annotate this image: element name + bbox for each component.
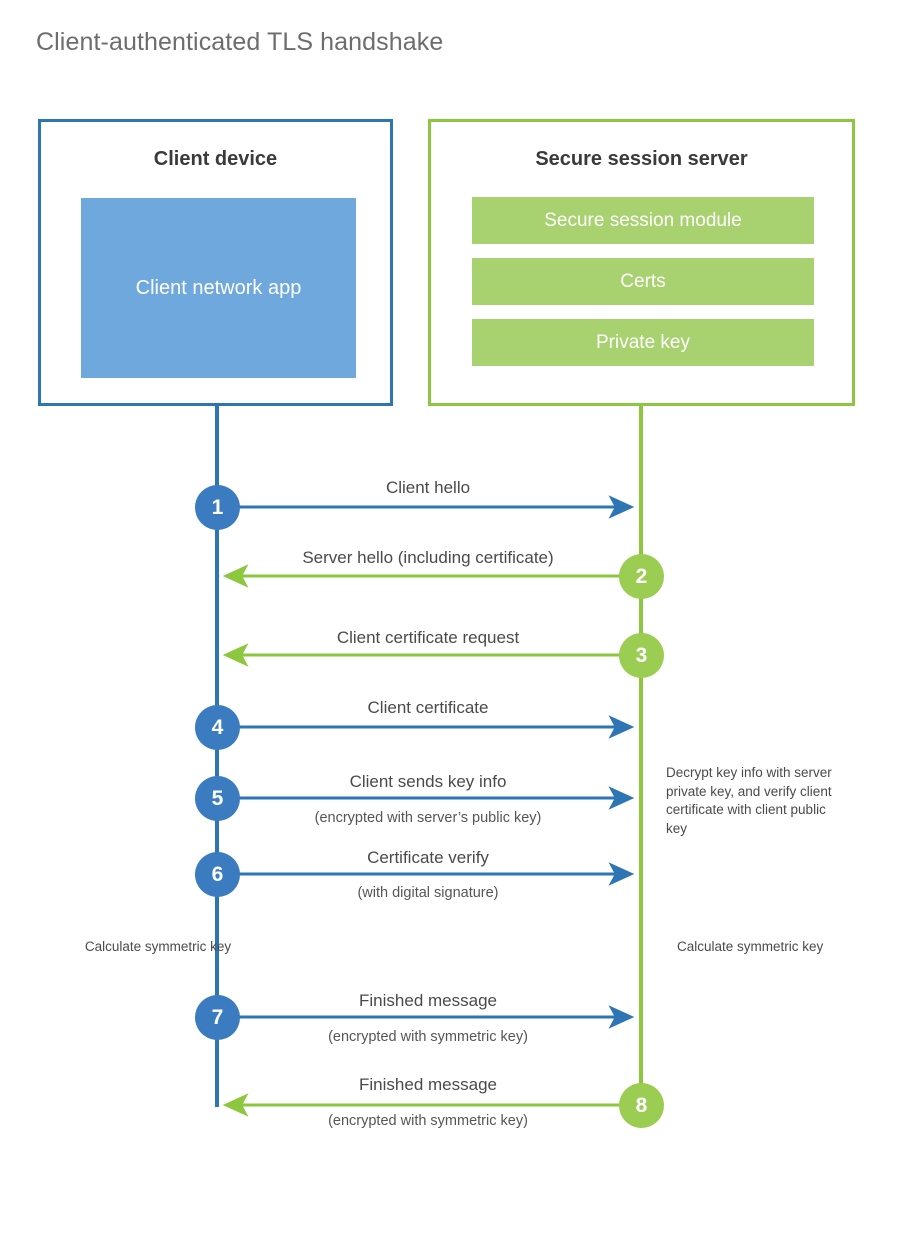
server-lifeline xyxy=(639,404,643,1107)
message-sublabel-step-8: (encrypted with symmetric key) xyxy=(328,1113,528,1129)
server-module-private-key: Private key xyxy=(472,319,814,366)
message-label-step-4: Client certificate xyxy=(367,698,489,717)
message-sublabel-step-7: (encrypted with symmetric key) xyxy=(328,1029,528,1045)
step-circle-8[interactable]: 8 xyxy=(619,1083,664,1128)
server-module-secure-session-module: Secure session module xyxy=(472,197,814,244)
page-title: Client-authenticated TLS handshake xyxy=(36,28,444,56)
message-label-step-6: Certificate verify xyxy=(367,848,489,867)
note-server-decrypt: Decrypt key info with server private key… xyxy=(666,765,832,836)
message-label-step-1: Client hello xyxy=(385,478,471,497)
note-server-calculate-symmetric-key: Calculate symmetric key xyxy=(677,939,824,954)
note-client-calculate-symmetric-key: Calculate symmetric key xyxy=(84,939,232,954)
server-module-certs: Certs xyxy=(472,258,814,305)
server-module-list: Secure session module Certs Private key xyxy=(472,197,814,366)
client-network-app-block: Client network app xyxy=(81,198,356,378)
client-device-title: Client device xyxy=(153,148,278,170)
message-label-step-7: Finished message xyxy=(359,991,497,1010)
step-circle-7[interactable]: 7 xyxy=(195,995,240,1040)
message-sublabel-step-6: (with digital signature) xyxy=(357,885,499,901)
message-label-step-2: Server hello (including certificate) xyxy=(302,548,554,567)
step-circle-1[interactable]: 1 xyxy=(195,485,240,530)
message-label-step-5: Client sends key info xyxy=(349,772,507,791)
client-device-box: Client device Client network app xyxy=(38,119,393,406)
step-circle-3[interactable]: 3 xyxy=(619,633,664,678)
message-sublabel-step-5: (encrypted with server’s public key) xyxy=(314,810,542,826)
step-circle-5[interactable]: 5 xyxy=(195,776,240,821)
message-label-step-3: Client certificate request xyxy=(336,628,520,647)
secure-session-server-title: Secure session server xyxy=(535,148,748,170)
client-lifeline xyxy=(215,404,219,1107)
step-circle-2[interactable]: 2 xyxy=(619,554,664,599)
message-label-step-8: Finished message xyxy=(359,1075,497,1094)
secure-session-server-box: Secure session server Secure session mod… xyxy=(428,119,855,406)
step-circle-6[interactable]: 6 xyxy=(195,852,240,897)
step-circle-4[interactable]: 4 xyxy=(195,705,240,750)
